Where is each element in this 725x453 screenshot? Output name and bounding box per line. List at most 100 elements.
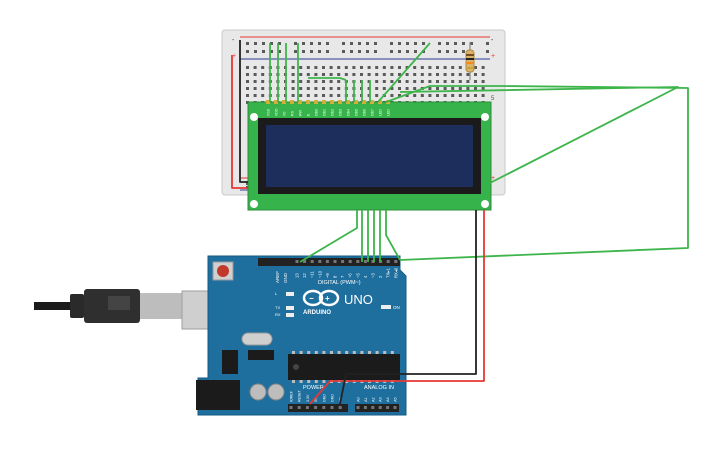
lcd-pin-label: LED <box>387 109 391 116</box>
power-pin[interactable] <box>314 406 318 409</box>
lcd-pin[interactable] <box>378 100 382 104</box>
resistor[interactable] <box>465 42 475 80</box>
lcd-pin-label: V0 <box>283 112 287 116</box>
power-pin-label: GND <box>331 394 335 402</box>
resistor-band-4 <box>466 67 474 69</box>
wire-green[interactable] <box>377 42 431 103</box>
digital-pin[interactable] <box>363 260 367 263</box>
analog-pin-label: A1 <box>364 397 368 402</box>
lcd-mount-hole <box>481 113 489 121</box>
arduino-brand: ARDUINO <box>303 310 331 316</box>
rail-plus-label-bottom: + <box>491 175 495 182</box>
digital-pin-label: ~5 <box>355 273 360 278</box>
usb-cable[interactable] <box>34 289 223 330</box>
wire-green[interactable] <box>308 77 347 81</box>
usb-icon <box>108 296 130 310</box>
digital-pin-label: ~9 <box>325 273 330 278</box>
digital-header <box>258 258 400 266</box>
lcd-pin[interactable] <box>354 100 358 104</box>
lcd-pin[interactable] <box>322 100 326 104</box>
lcd-pin-label: DB0 <box>315 109 319 116</box>
tx-label: TX <box>275 305 280 310</box>
digital-pin-label: 12 <box>302 273 307 278</box>
on-label: ON <box>393 305 400 310</box>
digital-pin[interactable] <box>341 260 345 263</box>
wire-green[interactable] <box>299 210 358 263</box>
power-pin[interactable] <box>289 406 293 409</box>
power-pin-label: GND <box>322 394 326 402</box>
lcd-pin[interactable] <box>298 100 302 104</box>
column-number-label: 5 <box>491 96 495 102</box>
lcd-pin-label: E <box>307 113 311 116</box>
digital-pin[interactable] <box>333 260 337 263</box>
plus-icon: + <box>325 294 330 303</box>
lcd-pin[interactable] <box>330 100 334 104</box>
wire-black[interactable] <box>339 210 477 405</box>
digital-pin[interactable] <box>394 260 398 263</box>
power-label: POWER <box>303 385 324 391</box>
power-pin[interactable] <box>338 406 342 409</box>
lcd-pin[interactable] <box>306 100 310 104</box>
wires[interactable] <box>231 40 689 405</box>
analog-pin[interactable] <box>356 406 360 409</box>
gnd-label: GND <box>283 272 288 283</box>
analog-pin[interactable] <box>378 406 382 409</box>
l-label: L <box>275 291 278 296</box>
digital-pin[interactable] <box>303 260 307 263</box>
wire-red[interactable] <box>231 55 248 189</box>
wire-green[interactable] <box>399 85 689 261</box>
analog-pin-label: A3 <box>379 397 383 402</box>
power-pin[interactable] <box>297 406 301 409</box>
reset-button[interactable] <box>212 261 234 281</box>
analog-pin[interactable] <box>371 406 375 409</box>
lcd-pin[interactable] <box>362 100 366 104</box>
lcd-pin[interactable] <box>274 100 278 104</box>
digital-pin[interactable] <box>348 260 352 263</box>
digital-pin[interactable] <box>295 260 299 263</box>
wire-green[interactable] <box>385 85 500 103</box>
lcd-pin[interactable] <box>338 100 342 104</box>
lcd-pin[interactable] <box>266 100 270 104</box>
lcd-pin-label: RW <box>299 109 303 116</box>
lcd-pin-label: DB4 <box>347 109 351 116</box>
lcd-pin-label: VDD <box>275 108 279 116</box>
wire-green[interactable] <box>385 210 401 261</box>
analog-header <box>355 404 399 412</box>
digital-pin[interactable] <box>371 260 375 263</box>
lcd-mount-hole <box>250 200 258 208</box>
power-jack[interactable] <box>196 380 240 410</box>
digital-pin[interactable] <box>356 260 360 263</box>
analog-pin[interactable] <box>386 406 390 409</box>
rail-plus-label-right: + <box>491 53 495 60</box>
rail-plus-label: + <box>232 53 236 60</box>
analog-pin[interactable] <box>363 406 367 409</box>
lcd-pin[interactable] <box>346 100 350 104</box>
wire-black[interactable] <box>239 40 248 183</box>
power-pin-label: 3.3V <box>306 394 310 402</box>
digital-pin[interactable] <box>310 260 314 263</box>
power-pin[interactable] <box>305 406 309 409</box>
digital-pin-label: 7 <box>340 275 345 278</box>
lcd-pin-label: DB3 <box>339 109 343 116</box>
digital-pin[interactable] <box>325 260 329 263</box>
digital-pin[interactable] <box>386 260 390 263</box>
lcd-pin-label: DB6 <box>363 109 367 116</box>
lcd-pin[interactable] <box>314 100 318 104</box>
lcd-pin[interactable] <box>290 100 294 104</box>
power-pin-label: IOREF <box>290 390 294 402</box>
digital-pin-label: 2 <box>378 275 383 278</box>
analog-pin[interactable] <box>393 406 397 409</box>
wire-red[interactable] <box>309 210 485 405</box>
rail-minus-label: - <box>232 37 235 44</box>
digital-pin[interactable] <box>318 260 322 263</box>
lcd-pin[interactable] <box>282 100 286 104</box>
lcd-pin[interactable] <box>370 100 374 104</box>
power-pin[interactable] <box>322 406 326 409</box>
analog-pin-label: A0 <box>357 397 361 402</box>
power-pin[interactable] <box>330 406 334 409</box>
crystal <box>241 332 273 346</box>
